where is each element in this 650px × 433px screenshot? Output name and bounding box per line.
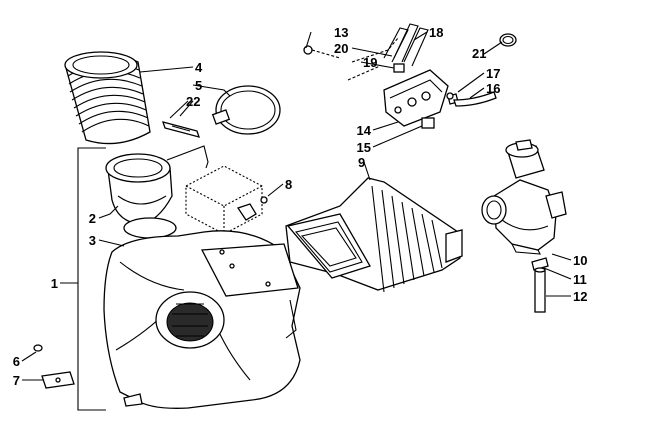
callout-16: 16 — [486, 81, 500, 96]
callout-4: 4 — [195, 60, 203, 75]
callout-9: 9 — [358, 155, 365, 170]
fuel-hose — [446, 91, 497, 107]
callout-18: 18 — [429, 25, 443, 40]
tube-clip — [531, 257, 549, 271]
clamp-ring — [211, 85, 281, 135]
callout-1: 1 — [51, 276, 58, 291]
strap — [162, 121, 200, 138]
bracket — [41, 371, 75, 389]
screw — [33, 344, 43, 352]
callout-21: 21 — [472, 46, 486, 61]
callout-5: 5 — [195, 78, 202, 93]
callout-19: 19 — [363, 55, 377, 70]
callout-12: 12 — [573, 289, 587, 304]
callout-7: 7 — [13, 373, 20, 388]
group-bracket — [77, 147, 106, 411]
fuel-pump — [303, 23, 459, 129]
callout-22: 22 — [186, 94, 200, 109]
hose-clamp — [499, 33, 517, 47]
callout-3: 3 — [89, 233, 96, 248]
callout-6: 6 — [13, 354, 20, 369]
callout-11: 11 — [573, 272, 587, 287]
carburetor — [481, 139, 567, 255]
drain-tube — [534, 267, 546, 313]
callout-15: 15 — [357, 140, 371, 155]
airbox-boot — [285, 177, 463, 293]
intake-adapter — [105, 153, 177, 239]
callout-10: 10 — [573, 253, 587, 268]
callout-20: 20 — [334, 41, 348, 56]
callout-14: 14 — [357, 123, 372, 138]
callout-17: 17 — [486, 66, 500, 81]
filter-element — [185, 165, 268, 235]
leader-lines — [21, 31, 572, 381]
bellows-boot — [64, 51, 151, 145]
airbox-housing — [103, 230, 301, 409]
callout-13: 13 — [334, 25, 348, 40]
callout-labels: 1 2 3 4 5 6 7 8 9 10 11 12 13 14 15 16 1… — [13, 25, 588, 388]
callout-2: 2 — [89, 211, 96, 226]
callout-8: 8 — [285, 177, 292, 192]
